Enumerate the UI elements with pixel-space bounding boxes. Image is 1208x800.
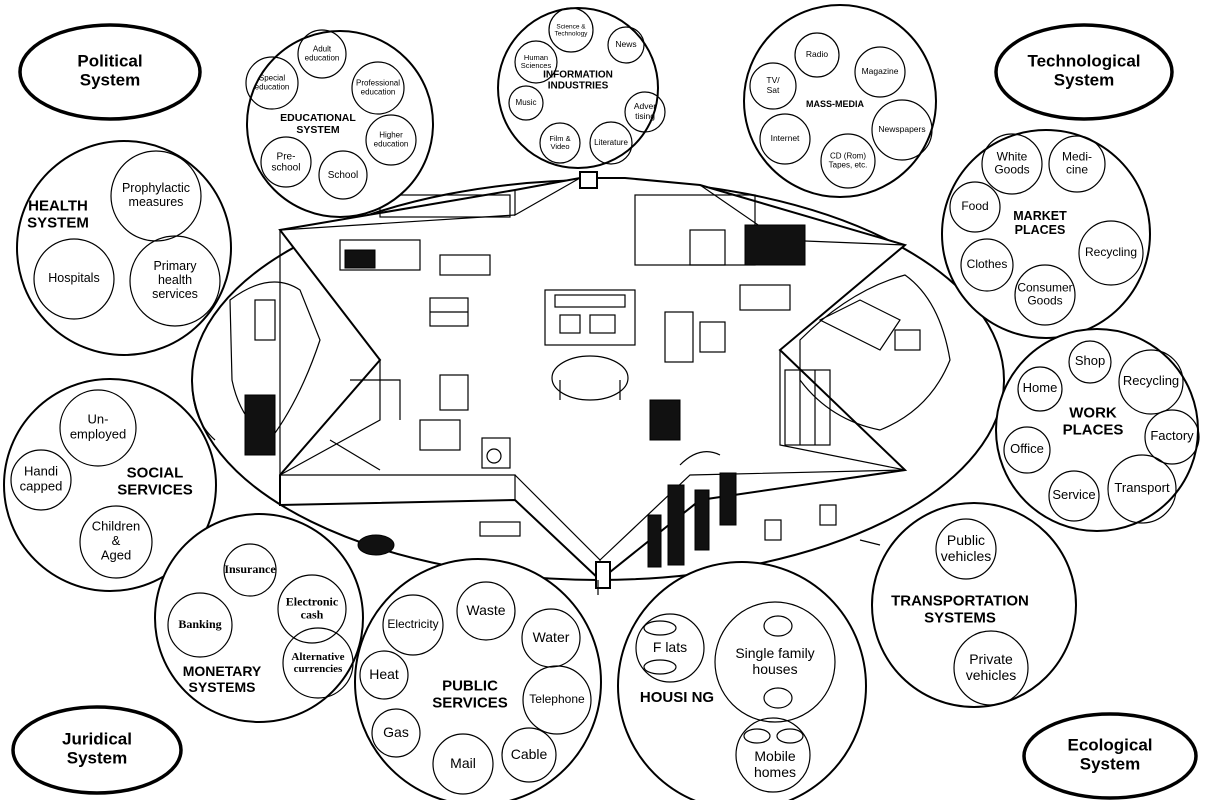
public-item-heat: Heat (369, 666, 399, 682)
work-item-transport: Transport (1114, 480, 1170, 495)
info-item-news: News (615, 39, 636, 49)
social-item-unemployed: Un-employed (70, 412, 126, 442)
health-item-hospitals: Hospitals (48, 271, 99, 285)
public-item-telephone: Telephone (529, 692, 585, 706)
work-item-shop: Shop (1075, 353, 1105, 368)
public-item-waste: Waste (466, 602, 505, 618)
public-item-gas: Gas (383, 724, 409, 740)
market-item-food: Food (961, 199, 988, 213)
work-item-recycling: Recycling (1123, 373, 1179, 388)
market-item-recycling: Recycling (1085, 245, 1137, 259)
public-item-mail: Mail (450, 755, 476, 771)
public-item-water: Water (533, 629, 570, 645)
media-item-internet: Internet (771, 133, 800, 143)
market-item-clothes: Clothes (967, 257, 1008, 271)
work-item-service: Service (1052, 487, 1095, 502)
media-item-cd: CD (Rom)Tapes, etc. (829, 152, 868, 170)
edu-item-school: School (328, 170, 359, 181)
housing-item-flats: F lats (653, 639, 687, 655)
media-item-tv: TV/Sat (766, 75, 780, 95)
media-item-newspapers: Newspapers (878, 124, 925, 134)
info-item-film: Film &Video (549, 134, 570, 151)
social-item-children: Children&Aged (92, 519, 140, 563)
mass-media-title: MASS-MEDIA (806, 99, 864, 109)
media-item-magazine: Magazine (862, 66, 899, 76)
media-item-radio: Radio (806, 49, 828, 59)
work-item-home: Home (1023, 380, 1058, 395)
housing-title: HOUSI NG (640, 689, 714, 706)
market-item-medicine: Medi-cine (1062, 149, 1092, 176)
info-item-music: Music (516, 98, 537, 107)
mass-media: MASS-MEDIA Radio Magazine TV/Sat Newspap… (743, 4, 937, 198)
info-item-literature: Literature (594, 138, 628, 147)
work-item-office: Office (1010, 441, 1044, 456)
star-plan (278, 177, 908, 582)
monetary-item-banking: Banking (178, 617, 221, 631)
city-sketch (229, 194, 951, 568)
public-item-cable: Cable (511, 746, 548, 762)
work-item-factory: Factory (1150, 428, 1194, 443)
edu-item-preschool: Pre-school (272, 151, 301, 173)
public-item-electricity: Electricity (387, 617, 438, 631)
central-platform (191, 171, 1005, 589)
info-item-science: Science &Technology (555, 23, 589, 37)
monetary-item-insurance: Insurance (224, 562, 276, 576)
